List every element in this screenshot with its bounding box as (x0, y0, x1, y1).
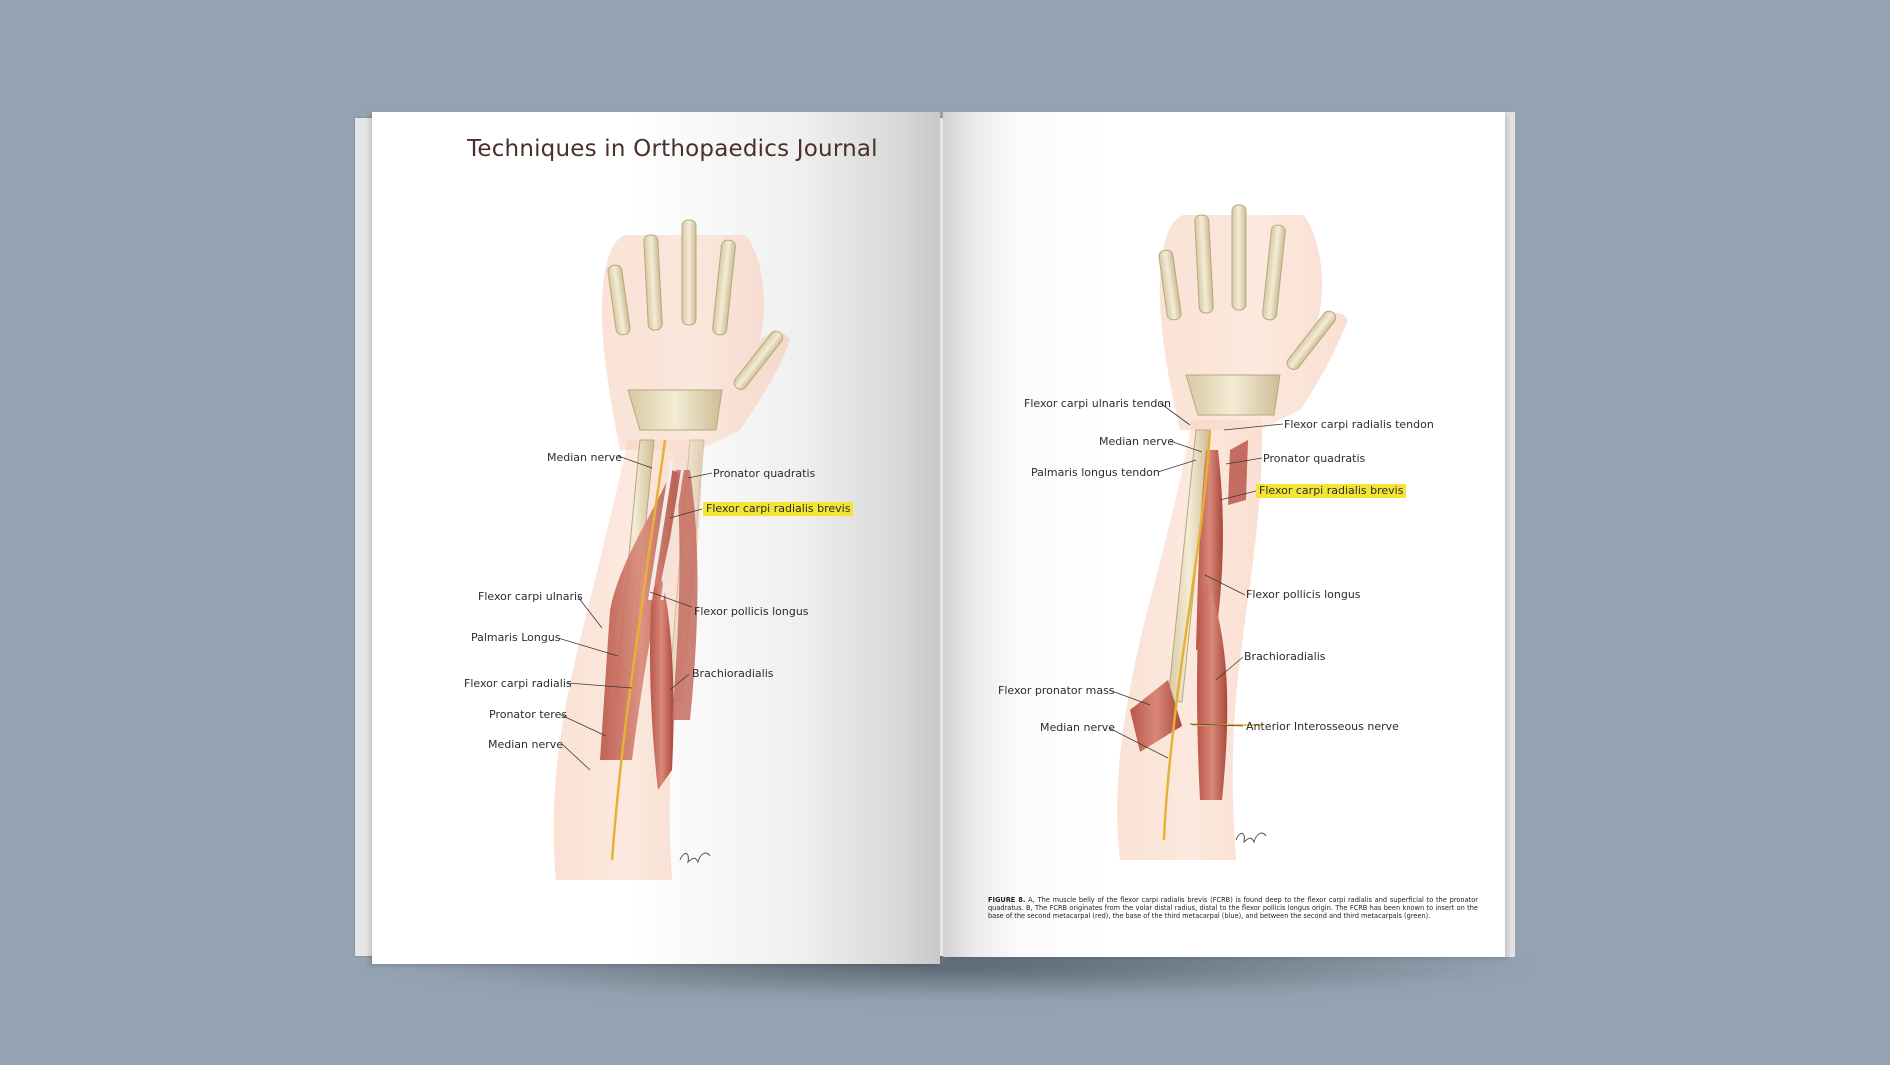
caption-figure-label: FIGURE 8. (988, 896, 1026, 904)
label-flexor-pronator-mass-b: Flexor pronator mass (998, 684, 1115, 697)
forearm-illustration-b (1108, 204, 1348, 860)
label-median-nerve-a-bottom: Median nerve (488, 738, 564, 751)
label-pronator-teres-a: Pronator teres (489, 708, 568, 721)
label-pronator-quadratus-b: Pronator quadratis (1263, 452, 1366, 465)
label-fcrb-a-highlighted: Flexor carpi radialis brevis (703, 502, 854, 516)
figure-caption: FIGURE 8. A, The muscle belly of the fle… (988, 896, 1478, 920)
label-anterior-interosseous-nerve-b: Anterior Interosseous nerve (1246, 720, 1399, 733)
label-palmaris-longus-tendon-b: Palmaris longus tendon (1031, 466, 1160, 479)
label-flexor-pollicis-longus-b: Flexor pollicis longus (1246, 588, 1361, 601)
label-fcu-tendon-b: Flexor carpi ulnaris tendon (1024, 397, 1172, 410)
label-palmaris-longus-a: Palmaris Longus (471, 631, 561, 644)
label-brachioradialis-a: Brachioradialis (692, 667, 774, 680)
label-flexor-carpi-ulnaris-a: Flexor carpi ulnaris (478, 590, 583, 603)
label-median-nerve-a-top: Median nerve (547, 451, 623, 464)
label-brachioradialis-b: Brachioradialis (1244, 650, 1326, 663)
forearm-illustration-a (553, 219, 790, 880)
label-flexor-carpi-radialis-a: Flexor carpi radialis (464, 677, 572, 690)
label-flexor-pollicis-longus-a: Flexor pollicis longus (694, 605, 809, 618)
label-median-nerve-b-bottom: Median nerve (1040, 721, 1116, 734)
label-fcrb-b-highlighted: Flexor carpi radialis brevis (1256, 484, 1407, 498)
label-median-nerve-b-top: Median nerve (1099, 435, 1175, 448)
journal-title: Techniques in Orthopaedics Journal (467, 136, 878, 162)
label-pronator-quadratus-a: Pronator quadratis (713, 467, 816, 480)
caption-text: A, The muscle belly of the flexor carpi … (988, 896, 1478, 920)
label-fcr-tendon-b: Flexor carpi radialis tendon (1284, 418, 1434, 431)
